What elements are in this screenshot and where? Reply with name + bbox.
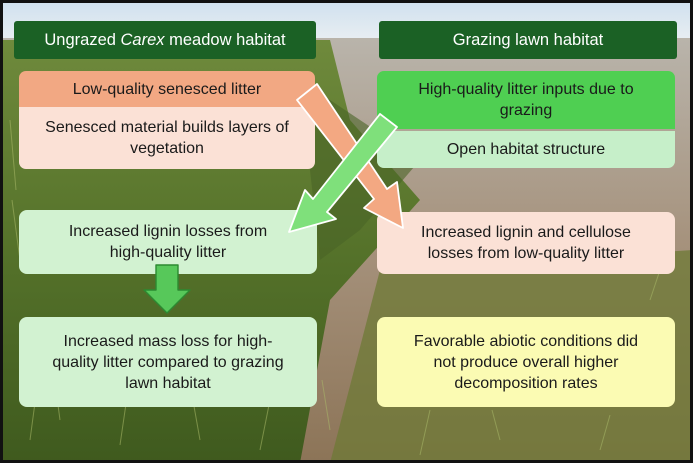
header-ungrazed-italic: Carex [120, 30, 165, 49]
header-ungrazed-suffix: meadow habitat [164, 30, 286, 49]
box-lignin-cellulose-low-quality: Increased lignin and cellulose losses fr… [377, 212, 675, 274]
header-ungrazed-meadow: Ungrazed Carex meadow habitat [14, 21, 316, 59]
box-favorable-abiotic: Favorable abiotic conditions did not pro… [377, 317, 675, 407]
header-grazing-lawn: Grazing lawn habitat [379, 21, 677, 59]
box-open-habitat: Open habitat structure [377, 131, 675, 168]
box-high-quality-inputs: High-quality litter inputs due to grazin… [377, 71, 675, 129]
box-increased-mass-loss: Increased mass loss for high-quality lit… [19, 317, 317, 407]
box-low-quality-litter: Low-quality senesced litter [19, 71, 315, 107]
header-ungrazed-prefix: Ungrazed [44, 30, 121, 49]
box-lignin-losses-high-quality: Increased lignin losses from high-qualit… [19, 210, 317, 274]
box-senesced-layers: Senesced material builds layers of veget… [19, 107, 315, 169]
